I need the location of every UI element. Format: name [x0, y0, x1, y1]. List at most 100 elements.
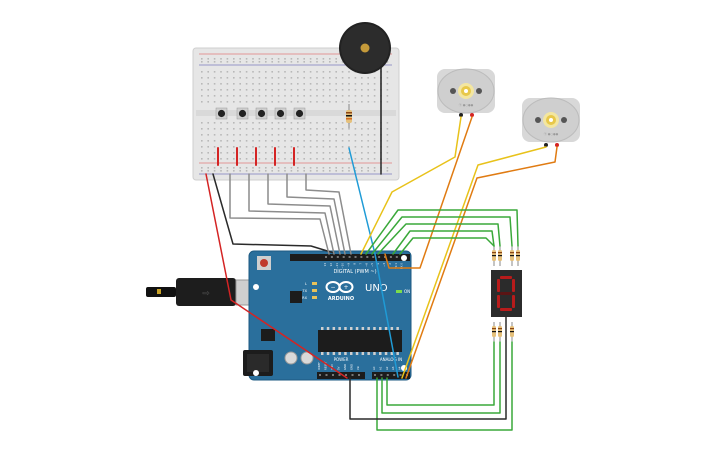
breadboard-hole	[290, 83, 293, 85]
header-pin[interactable]	[399, 374, 402, 376]
on-led	[396, 290, 402, 293]
breadboard-hole	[226, 95, 229, 97]
motor-1-label: Ⓣ ●○●●	[459, 102, 474, 107]
breadboard-hole	[213, 158, 216, 160]
header-pin[interactable]	[372, 256, 375, 258]
header-pin[interactable]	[380, 374, 383, 376]
reset-button[interactable]	[257, 256, 271, 270]
breadboard-hole	[297, 122, 299, 124]
push-button-3[interactable]	[255, 107, 268, 120]
header-pin[interactable]	[389, 256, 392, 258]
push-button-4[interactable]	[274, 107, 287, 120]
push-button-1[interactable]	[215, 107, 228, 120]
breadboard-hole	[309, 158, 312, 160]
breadboard-hole	[290, 146, 293, 148]
wire-gray-1[interactable]	[229, 173, 330, 255]
breadboard-hole	[213, 58, 216, 60]
wire-green-3[interactable]	[377, 223, 501, 255]
wire-green-5[interactable]	[399, 237, 495, 255]
wire-yellow-motor2[interactable]	[401, 146, 547, 379]
breadboard-hole	[297, 146, 299, 148]
piezo-buzzer[interactable]	[339, 22, 391, 160]
wire-green-2[interactable]	[371, 216, 513, 255]
wire-blue[interactable]	[348, 147, 399, 378]
wire-red-5v[interactable]	[205, 173, 348, 379]
breadboard-hole	[245, 167, 248, 169]
seven-segment-display[interactable]	[491, 270, 522, 317]
wire-orange-motor1[interactable]	[384, 116, 473, 269]
breadboard-hole	[258, 122, 261, 124]
breadboard-hole	[329, 61, 331, 63]
display-resistor-3	[510, 246, 514, 266]
header-pin[interactable]	[345, 374, 347, 376]
push-buttons[interactable]	[215, 107, 306, 120]
wire-yellow-motor1[interactable]	[360, 116, 462, 255]
header-pin[interactable]	[374, 374, 376, 376]
header-pin-label: 5V	[337, 366, 341, 370]
breadboard-hole	[290, 71, 293, 73]
header-pin[interactable]	[348, 256, 351, 258]
breadboard-hole	[245, 58, 248, 60]
breadboard-hole	[284, 83, 286, 85]
header-pin[interactable]	[325, 256, 327, 258]
breadboard-hole	[341, 83, 344, 85]
dc-motor-1[interactable]: Ⓣ ●○●●	[437, 68, 495, 117]
wire-gray-5[interactable]	[305, 173, 352, 255]
wire-green-8[interactable]	[386, 341, 495, 406]
breadboard-hole	[361, 128, 363, 130]
wire-green-6[interactable]	[376, 341, 513, 431]
wire-green-1[interactable]	[365, 209, 519, 255]
wire-gray-2[interactable]	[248, 173, 335, 255]
wire-green-7[interactable]	[381, 341, 501, 414]
dc-motor-2[interactable]: Ⓣ ●○●●	[522, 97, 580, 147]
header-pin[interactable]	[319, 374, 321, 376]
header-pin[interactable]	[336, 256, 339, 258]
display-resistors-top[interactable]	[492, 246, 520, 266]
display-resistors-bottom[interactable]	[492, 322, 514, 342]
header-pin[interactable]	[330, 256, 333, 258]
breadboard-hole	[213, 71, 216, 73]
breadboard-hole	[329, 170, 331, 172]
header-pin[interactable]	[358, 374, 360, 376]
header-pin[interactable]	[378, 256, 381, 258]
breadboard-hole	[258, 128, 261, 130]
breadboard-hole	[220, 122, 222, 124]
wire-gray-4[interactable]	[286, 173, 346, 255]
header-pin[interactable]	[395, 256, 398, 258]
wire-black-display[interactable]	[349, 316, 507, 420]
header-pin[interactable]	[393, 374, 396, 376]
breadboard-hole	[341, 170, 344, 172]
header-pin[interactable]	[351, 374, 354, 376]
breadboard-hole	[201, 167, 203, 169]
header-pin[interactable]	[342, 256, 345, 258]
header-pin[interactable]	[386, 374, 389, 376]
header-pin[interactable]	[354, 256, 357, 258]
push-button-2[interactable]	[236, 107, 249, 120]
breadboard-hole	[220, 146, 222, 148]
push-button-5[interactable]	[293, 107, 306, 120]
header-pin[interactable]	[360, 256, 363, 258]
header-pin[interactable]	[332, 374, 334, 376]
header-pin[interactable]	[384, 256, 386, 258]
breadboard-hole	[233, 58, 235, 60]
arduino-logo: − +	[325, 281, 354, 293]
wire-black-gnd[interactable]	[212, 173, 335, 254]
breadboard-hole	[297, 152, 299, 154]
header-pin[interactable]	[366, 256, 369, 258]
breadboard-hole	[265, 77, 267, 79]
breadboard-hole	[290, 61, 293, 63]
chip-pin	[321, 352, 324, 355]
wire-orange-motor2[interactable]	[405, 146, 558, 379]
header-pin[interactable]	[325, 374, 328, 376]
wire-gray-3[interactable]	[267, 173, 341, 255]
breadboard-hole	[386, 167, 389, 169]
breadboard-hole	[245, 122, 248, 124]
header-pin[interactable]	[338, 374, 341, 376]
breadboard-hole	[316, 134, 318, 136]
breadboard-hole	[303, 71, 305, 73]
breadboard-resistor[interactable]	[346, 104, 352, 128]
breadboard-hole	[367, 146, 369, 148]
wire-green-4[interactable]	[392, 230, 495, 255]
breadboard-hole	[335, 128, 337, 130]
